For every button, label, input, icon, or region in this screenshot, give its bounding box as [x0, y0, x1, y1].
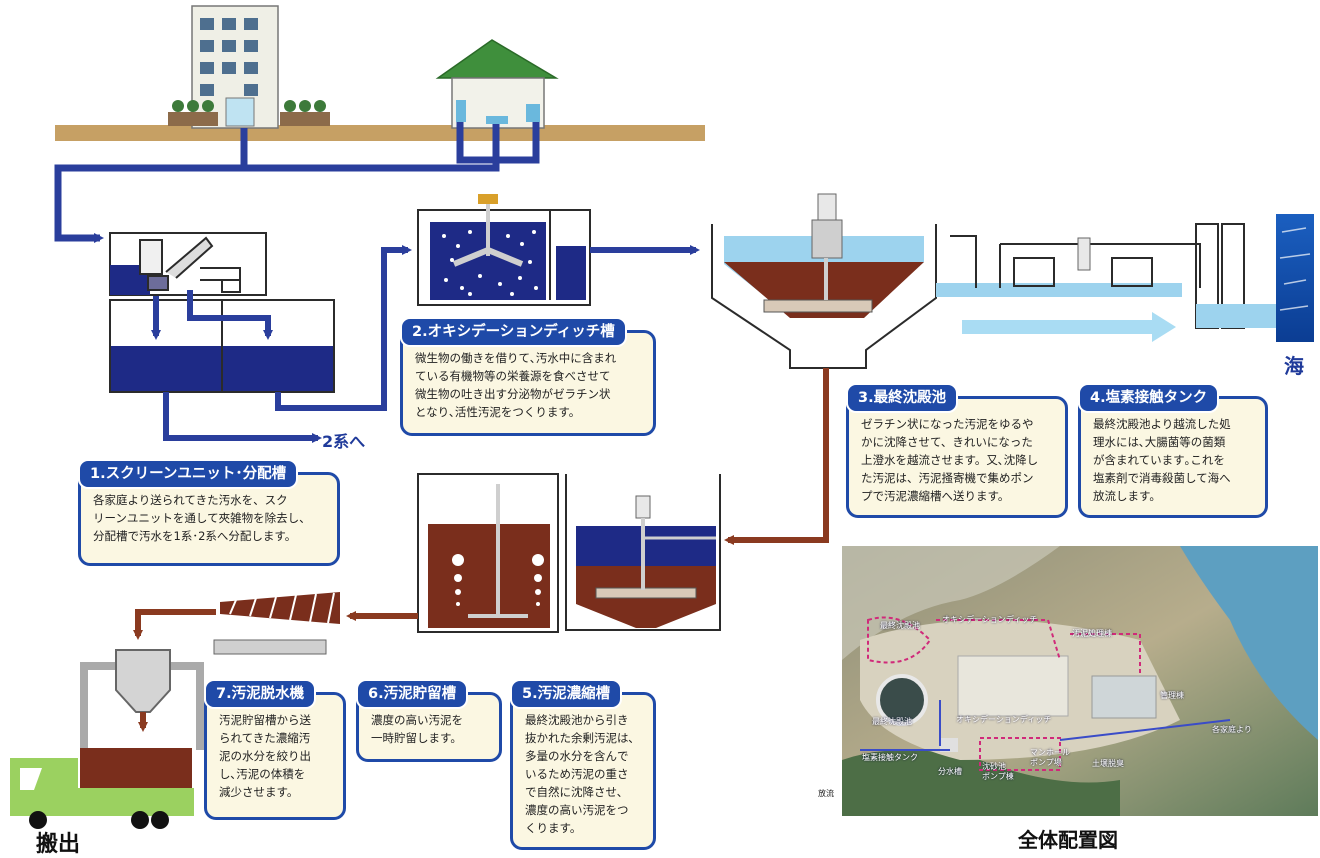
sludge-return-pipe	[724, 368, 829, 545]
step-body-4: 最終沈殿池より越流した処 理水には､大腸菌等の菌類 が含まれています｡これを 塩…	[1093, 417, 1231, 503]
distribution-flow	[151, 245, 412, 443]
step-card-4: 4.塩素接触タンク 最終沈殿池より越流した処 理水には､大腸菌等の菌類 が含まれ…	[1078, 383, 1268, 518]
photo-label-sludge-building: 汚泥処理棟	[1072, 629, 1112, 638]
step-card-3: 3.最終沈殿池 ゼラチン状になった汚泥をゆるや かに沈降させて、きれいになった …	[846, 383, 1068, 518]
photo-label-discharge: 放流	[818, 789, 834, 798]
photo-label-chlorine-tank: 塩素接触タンク	[862, 753, 918, 762]
layout-caption: 全体配置図	[1018, 828, 1118, 852]
photo-label-admin-building: 管理棟	[1160, 691, 1184, 700]
sludge-hopper	[80, 649, 204, 750]
to-series2-label: 2系へ	[322, 432, 366, 451]
sea-label: 海	[1284, 354, 1304, 378]
aerial-photo	[842, 546, 1318, 816]
dewater-to-hopper-pipe	[133, 609, 216, 640]
step-card-2: 2.オキシデーションディッチ槽 微生物の働きを借りて､汚水中に含まれ ている有機…	[400, 317, 656, 436]
dewatering-machine	[213, 592, 340, 655]
step-title-2: 2.オキシデーションディッチ槽	[400, 317, 627, 347]
photo-label-grit-pump: 沈砂池 ポンプ棟	[982, 762, 1014, 781]
sea-icon	[1276, 214, 1314, 342]
ground-strip	[55, 125, 705, 141]
step-card-7: 7.汚泥脱水機 汚泥貯留槽から送 られてきた濃縮汚 泥の水分を絞り出 し､汚泥の…	[204, 679, 346, 820]
step-card-6: 6.汚泥貯留槽 濃度の高い汚泥を 一時貯留します。	[356, 679, 502, 762]
step-card-5: 5.汚泥濃縮槽 最終沈殿池から引き 抜かれた余剰汚泥は､ 多量の水分を含んで い…	[510, 679, 656, 850]
step-title-7: 7.汚泥脱水機	[204, 679, 317, 709]
step-body-7: 汚泥貯留槽から送 られてきた濃縮汚 泥の水分を絞り出 し､汚泥の体積を 減少させ…	[219, 713, 311, 799]
photo-label-final-settling-top: 最終沈殿池	[880, 621, 920, 630]
step-body-2: 微生物の働きを借りて､汚水中に含まれ ている有機物等の栄養源を食べさせて 微生物…	[415, 351, 617, 419]
step-title-4: 4.塩素接触タンク	[1078, 383, 1220, 413]
photo-label-od-top: オキシデーションディッチ	[942, 615, 1038, 624]
house	[435, 39, 559, 129]
step-body-5: 最終沈殿池から引き 抜かれた余剰汚泥は､ 多量の水分を含んで いるため汚泥の重さ…	[525, 713, 635, 835]
step-card-1: 1.スクリーンユニット･分配槽 各家庭より送られてきた汚水を、スク リーンユニッ…	[78, 459, 340, 566]
chlorine-contact-tank	[936, 223, 1276, 342]
step-body-1: 各家庭より送られてきた汚水を、スク リーンユニットを通して夾雑物を除去し、 分配…	[93, 493, 311, 543]
carry-out-label: 搬出	[36, 832, 81, 857]
sludge-storage-tank	[417, 473, 559, 633]
sludge-thickener	[565, 474, 721, 631]
step-title-1: 1.スクリーンユニット･分配槽	[78, 459, 299, 489]
apartment-building	[168, 5, 330, 129]
step-title-5: 5.汚泥濃縮槽	[510, 679, 623, 709]
photo-label-soil-deodorizer: 土壌脱臭	[1092, 759, 1124, 768]
screen-unit	[109, 232, 335, 393]
photo-label-final-settling: 最終沈殿池	[872, 717, 912, 726]
truck	[10, 748, 194, 829]
final-settling-tank	[711, 193, 937, 369]
photo-label-from-homes: 各家庭より	[1212, 725, 1252, 734]
photo-label-distribution-tank: 分水槽	[938, 767, 962, 776]
step-title-6: 6.汚泥貯留槽	[356, 679, 469, 709]
step-body-6: 濃度の高い汚泥を 一時貯留します。	[371, 713, 463, 745]
step-body-3: ゼラチン状になった汚泥をゆるや かに沈降させて、きれいになった 上澄水を越流させ…	[861, 417, 1039, 503]
step-title-3: 3.最終沈殿池	[846, 383, 959, 413]
photo-label-manhole-pump: マンホール ポンプ場	[1030, 748, 1070, 767]
oxidation-ditch-tank	[417, 194, 591, 306]
influent-pipes	[54, 122, 540, 243]
photo-label-od: オキシデーションディッチ	[956, 715, 1052, 724]
